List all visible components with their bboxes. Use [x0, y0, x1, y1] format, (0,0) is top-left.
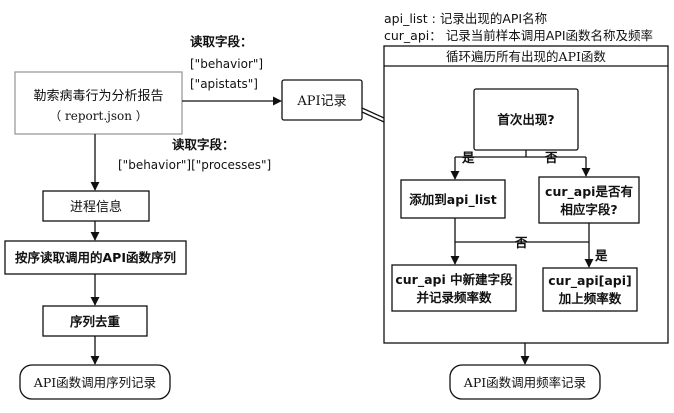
new-field-box: [391, 264, 517, 312]
api-record-box: [281, 79, 363, 121]
api-record-label: API记录: [296, 94, 346, 109]
connector-line-1: [361, 107, 385, 119]
report-subtitle: （ report.json ）: [49, 109, 148, 123]
has-field-label-line1: cur_api是否有: [545, 184, 633, 200]
first-seen-label: 首次出现?: [497, 112, 554, 127]
connector-line-2: [361, 111, 385, 123]
add-freq-label-line2: 加上频率数: [558, 291, 622, 306]
add-to-list-box: [400, 179, 506, 219]
report-title: 勒索病毒行为分析报告: [33, 89, 163, 104]
field-processes-label: ["behavior"]["processes"]: [118, 158, 271, 172]
field-apistats-label: ["apistats"]: [190, 77, 258, 91]
cur-api-note: cur_api： 记录当前样本调用API函数名称及频率: [384, 28, 653, 43]
sequence-record-label: API函数调用序列记录: [33, 375, 156, 390]
add-freq-label-line1: cur_api[api]: [548, 273, 631, 289]
no2-label: 否: [514, 235, 528, 250]
yes-label: 是: [461, 150, 475, 165]
no-label: 否: [544, 150, 558, 165]
has-field-box: [538, 176, 640, 224]
read-sequence-box: [4, 240, 187, 275]
process-info-box: [42, 190, 150, 222]
new-field-label-line1: cur_api 中新建字段: [395, 272, 513, 288]
report-box: [14, 71, 183, 135]
new-field-label-line2: 并记录频率数: [416, 290, 492, 305]
process-info-label: 进程信息: [70, 199, 122, 215]
loop-title: 循环遍历所有出现的API函数: [446, 49, 606, 64]
api-list-note: api_list : 记录出现的API名称: [384, 11, 547, 26]
freq-record-label: API函数调用频率记录: [463, 375, 586, 390]
add-freq-box: [542, 267, 638, 312]
read-fields-top-label: 读取字段：: [190, 34, 253, 49]
read-fields-bottom-label: 读取字段：: [172, 137, 235, 152]
yes2-label: 是: [594, 248, 608, 263]
field-behavior-label: ["behavior"]: [190, 57, 263, 71]
freq-record-box: [449, 364, 601, 400]
read-sequence-label: 按序读取调用的API函数序列: [15, 250, 176, 265]
has-field-label-line2: 相应字段?: [560, 202, 617, 217]
dedupe-label: 序列去重: [70, 314, 121, 329]
add-to-list-label: 添加到api_list: [409, 192, 496, 208]
sequence-record-box: [19, 364, 171, 400]
